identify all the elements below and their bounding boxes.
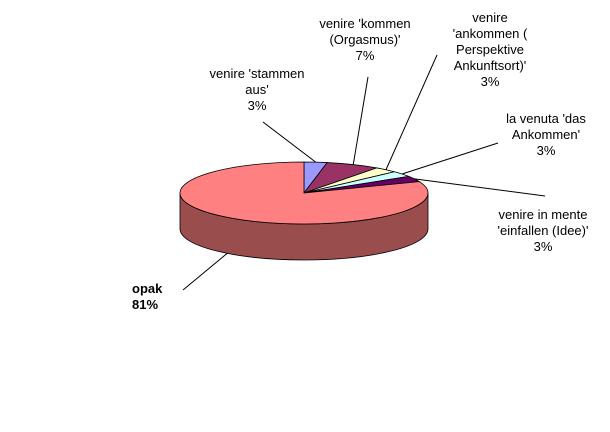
label-line: venire 'stammen <box>209 66 305 81</box>
leader-line <box>385 54 438 170</box>
label-line: opak <box>132 281 163 296</box>
label-line: 'ankommen ( <box>452 26 528 41</box>
label-line: venire 'kommen <box>319 16 411 31</box>
slice-percent: 3% <box>480 74 500 89</box>
label-line: aus' <box>245 82 269 97</box>
leader-line <box>352 76 369 165</box>
slice-percent: 81% <box>132 297 159 312</box>
label-line: (Orgasmus)' <box>329 32 401 47</box>
slice-label-stammen-aus: venire 'stammen aus' 3% <box>197 66 317 114</box>
leader-line <box>414 178 546 197</box>
label-line: la venuta 'das <box>506 111 586 126</box>
slice-label-opak: opak 81% <box>132 281 192 313</box>
slice-label-ankommen-perspektive: venire 'ankommen ( Perspektive Ankunftso… <box>430 10 550 90</box>
label-line: venire in mente <box>498 207 588 222</box>
leader-line <box>182 247 235 291</box>
label-line: venire <box>472 10 508 25</box>
label-line: Ankunftsort)' <box>453 58 527 73</box>
slice-label-venuta: la venuta 'das Ankommen' 3% <box>485 111 607 159</box>
slice-label-kommen-orgasmus: venire 'kommen (Orgasmus)' 7% <box>305 16 425 64</box>
label-line: Perspektive <box>456 42 524 57</box>
pie <box>179 161 429 261</box>
slice-label-in-mente: venire in mente 'einfallen (Idee)' 3% <box>482 207 604 255</box>
label-line: 'einfallen (Idee)' <box>497 223 589 238</box>
slice-percent: 3% <box>533 239 553 254</box>
pie-slice <box>179 161 429 225</box>
slice-percent: 7% <box>355 48 375 63</box>
leader-line <box>401 142 499 175</box>
label-line: Ankommen' <box>511 127 581 142</box>
slice-percent: 3% <box>536 143 556 158</box>
slice-percent: 3% <box>247 98 267 113</box>
leader-lines <box>182 54 546 291</box>
leader-line <box>262 121 316 163</box>
